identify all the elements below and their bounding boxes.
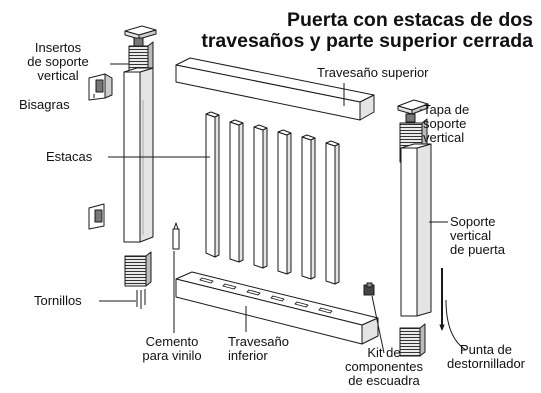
- label-kit-line-1: Kit de: [367, 345, 401, 360]
- left-post-cap: [124, 25, 157, 47]
- label-soporte-puerta-line-2: vertical: [450, 228, 492, 243]
- label-insertos: Insertos de soporte vertical: [6, 41, 110, 83]
- label-tornillos: Tornillos: [34, 293, 82, 308]
- label-bisagras: Bisagras: [19, 97, 70, 112]
- label-soporte-puerta-line-1: Soporte: [450, 214, 496, 229]
- label-tapa-line-2: soporte: [423, 116, 467, 131]
- label-punta: Punta de destornillador: [436, 343, 536, 371]
- driver-bit: [439, 268, 445, 331]
- label-cemento: Cemento para vinilo: [122, 335, 222, 363]
- label-cemento-line-1: Cemento: [145, 334, 199, 349]
- picket-4: [277, 129, 292, 275]
- label-tapa-line-1: Tapa de: [423, 102, 470, 117]
- right-gate-post: [400, 143, 432, 317]
- picket-1: [205, 111, 220, 258]
- left-post-bottom-insert: [124, 251, 152, 287]
- label-punta-line-1: Punta de: [459, 342, 513, 357]
- vinyl-cement-tube: [172, 222, 180, 250]
- label-kit-line-2: componentes: [344, 359, 424, 374]
- label-travesano-inferior: Travesaño inferior: [228, 335, 289, 363]
- label-insertos-line-1: Insertos: [34, 40, 82, 55]
- diagram-title-line-1: Puerta con estacas de dos: [286, 9, 533, 31]
- label-travesano-inferior-line-2: inferior: [228, 348, 268, 363]
- label-tapa-line-3: vertical: [423, 130, 465, 145]
- leader-lines: [93, 63, 467, 354]
- label-soporte-puerta: Soporte vertical de puerta: [450, 215, 505, 257]
- label-cemento-line-2: para vinilo: [142, 348, 202, 363]
- picket-3: [253, 124, 268, 269]
- right-post-bottom-insert: [399, 323, 426, 357]
- leader-kit: [371, 295, 385, 354]
- label-kit: Kit de componentes de escuadra: [336, 346, 432, 388]
- top-rail: [175, 57, 375, 121]
- picket-5: [301, 134, 316, 280]
- label-estacas: Estacas: [46, 149, 93, 164]
- screws: [136, 289, 146, 309]
- bracket-kit: [363, 282, 375, 296]
- label-travesano-superior: Travesaño superior: [317, 65, 429, 80]
- picket-6: [325, 140, 340, 285]
- label-travesano-inferior-line-1: Travesaño: [228, 334, 289, 349]
- label-insertos-line-3: vertical: [37, 68, 79, 83]
- diagram-title-line-2: travesaños y parte superior cerrada: [201, 30, 533, 52]
- hinge-lower: [88, 203, 105, 230]
- label-punta-line-2: destornillador: [446, 356, 526, 371]
- picket-2: [229, 119, 244, 263]
- label-kit-line-3: de escuadra: [348, 373, 420, 388]
- hinge-upper: [88, 73, 113, 101]
- right-post-cap: [397, 99, 429, 123]
- leader-punta: [445, 299, 467, 351]
- label-tapa: Tapa de soporte vertical: [423, 103, 469, 145]
- left-gate-post: [123, 67, 154, 243]
- label-insertos-line-2: de soporte: [27, 54, 89, 69]
- bottom-rail: [175, 271, 379, 345]
- label-soporte-puerta-line-3: de puerta: [450, 242, 505, 257]
